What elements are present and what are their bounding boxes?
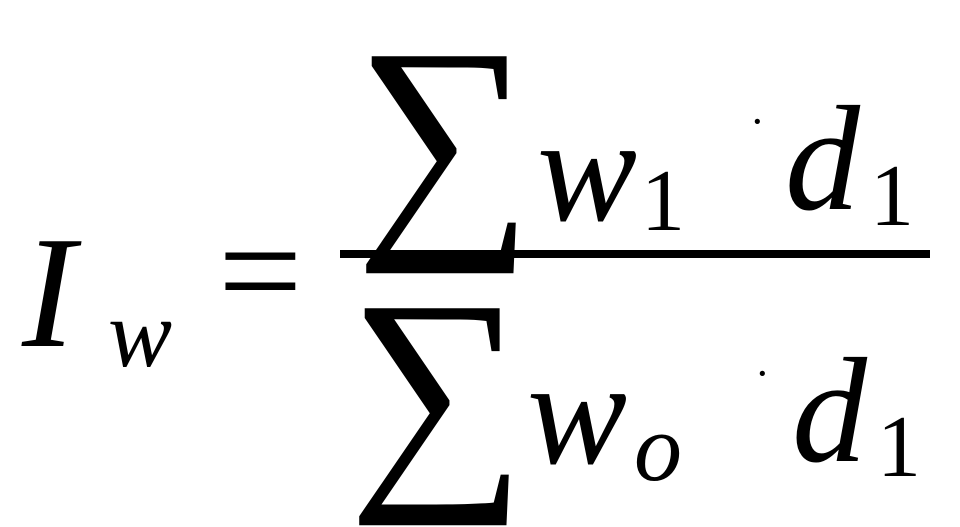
denominator-weight-subscript: o — [634, 394, 682, 501]
numerator-distance: d — [785, 76, 860, 242]
denominator-distance-subscript: 1 — [877, 399, 921, 496]
lhs-subscript: w — [108, 280, 173, 387]
numerator-weight-subscript: 1 — [641, 153, 685, 250]
numerator-distance-subscript: 1 — [870, 148, 914, 245]
denominator-distance: d — [792, 328, 867, 494]
numerator-sum-symbol: ∑ — [355, 0, 534, 275]
denominator-sum-symbol: ∑ — [348, 250, 527, 527]
lhs-symbol: I — [22, 203, 76, 381]
denominator-weight: w — [527, 330, 628, 496]
numerator-operator: · — [750, 97, 765, 146]
denominator-operator: · — [755, 349, 770, 398]
fraction-bar — [340, 250, 930, 258]
equals-sign: = — [218, 188, 303, 354]
numerator-weight: w — [537, 87, 638, 253]
